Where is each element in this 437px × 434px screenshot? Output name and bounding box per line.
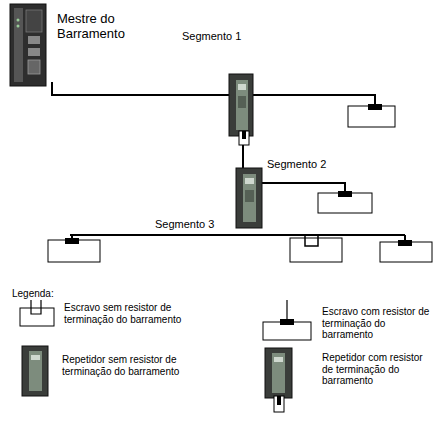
legend-text: Repetidor com resistor de terminação do …	[322, 352, 434, 387]
repeater-with-terminator	[229, 74, 253, 145]
bus-master-label: Mestre do Barramento	[57, 12, 139, 42]
repeater-no-terminator	[236, 168, 262, 228]
terminator-blocks	[65, 104, 412, 246]
slave-connector-notch	[305, 235, 318, 246]
segment-label: Segmento 3	[153, 218, 216, 231]
segment-label: Segmento 1	[180, 30, 243, 43]
legend-text: Escravo sem resistor de terminação do ba…	[64, 302, 184, 325]
segment-label: Segmento 2	[265, 158, 328, 171]
legend-heading: Legenda:	[10, 288, 56, 300]
legend-text: Repetidor sem resistor de terminação do …	[62, 354, 182, 377]
node-text: Mestre do Barramento	[57, 12, 139, 42]
slave-boxes	[48, 106, 432, 262]
legend-icons	[20, 300, 311, 412]
bus-master-device	[10, 4, 46, 86]
legend-text: Escravo com resistor de terminação do ba…	[322, 306, 434, 341]
